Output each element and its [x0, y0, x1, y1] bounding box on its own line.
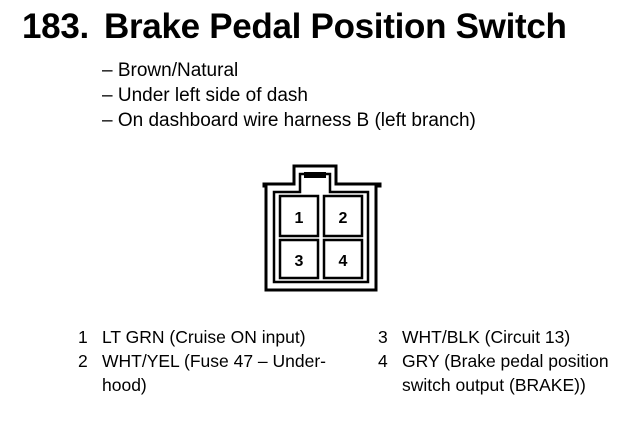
pin-entry: 4 GRY (Brake pedal position switch outpu… — [378, 349, 618, 397]
connector-housing — [262, 164, 382, 292]
section-title: Brake Pedal Position Switch — [104, 7, 567, 46]
pin-description: WHT/BLK (Circuit 13) — [402, 327, 571, 347]
pin-entry: 1 LT GRN (Cruise ON input) — [78, 325, 338, 349]
detail-location: – Under left side of dash — [102, 85, 308, 106]
connector-inner-wall — [272, 172, 370, 284]
connector-details: – Brown/Natural – Under left side of das… — [102, 58, 476, 133]
connector-lock-tab — [304, 172, 326, 178]
pin-cavity-2 — [322, 194, 364, 238]
pin-number: 1 — [78, 327, 88, 347]
pin-description: GRY (Brake pedal position switch output … — [402, 351, 609, 395]
pin-label-2: 2 — [339, 210, 348, 227]
page-title: 183. Brake Pedal Position Switch — [22, 6, 567, 48]
pin-entry: 2 WHT/YEL (Fuse 47 – Under-hood) — [78, 349, 338, 397]
pin-entry: 3 WHT/BLK (Circuit 13) — [378, 325, 618, 349]
section-number: 183. — [22, 7, 89, 46]
pin-cavity-1 — [278, 194, 320, 238]
pin-number: 2 — [78, 351, 88, 371]
pin-list-right: 3 WHT/BLK (Circuit 13) 4 GRY (Brake peda… — [378, 325, 618, 397]
pin-description: LT GRN (Cruise ON input) — [102, 327, 306, 347]
pin-number: 3 — [378, 327, 388, 347]
pin-label-3: 3 — [295, 253, 304, 270]
pin-cavity-4 — [322, 238, 364, 280]
pin-number: 4 — [378, 351, 388, 371]
detail-color: – Brown/Natural — [102, 60, 239, 81]
pin-cavity-3 — [278, 238, 320, 280]
detail-harness: – On dashboard wire harness B (left bran… — [102, 110, 476, 131]
pin-label-4: 4 — [339, 253, 348, 270]
connector-diagram: 1 2 3 4 — [262, 164, 382, 292]
pin-list-left: 1 LT GRN (Cruise ON input) 2 WHT/YEL (Fu… — [78, 325, 338, 397]
pin-description: WHT/YEL (Fuse 47 – Under-hood) — [102, 351, 327, 395]
pin-label-1: 1 — [295, 210, 304, 227]
